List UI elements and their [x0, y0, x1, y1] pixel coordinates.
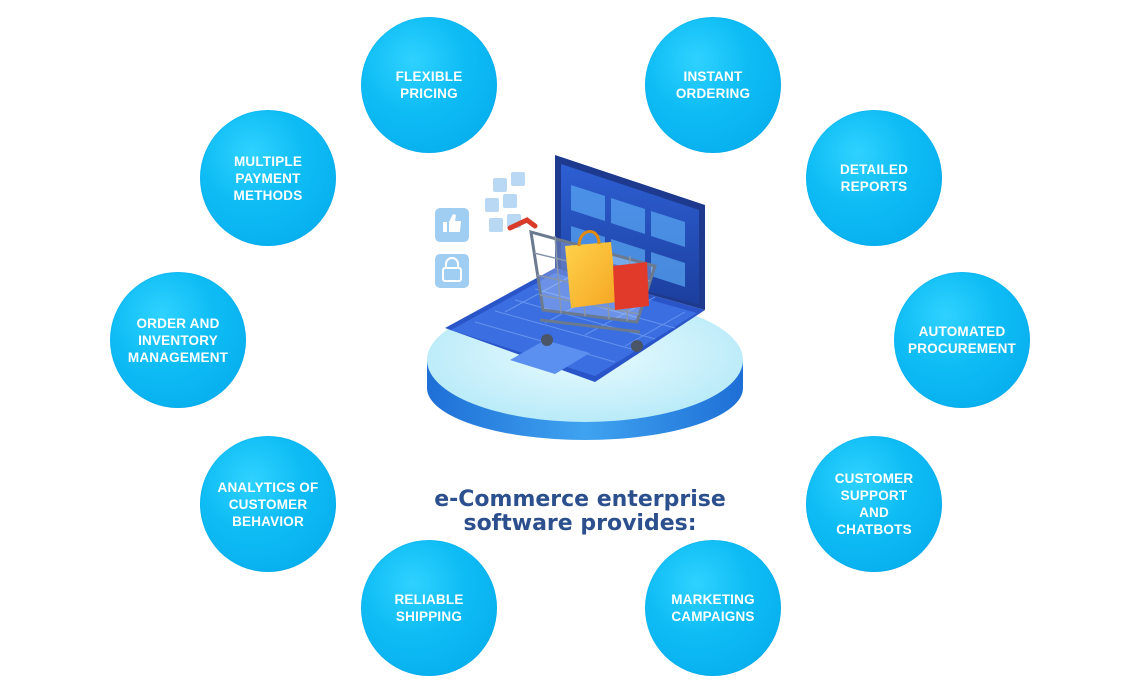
shopping-bag-icon [565, 230, 649, 310]
bubble-label: ANALYTICS OF CUSTOMER BEHAVIOR [217, 479, 319, 529]
bubble-label: INSTANT ORDERING [675, 69, 751, 101]
bubble-label: ORDER AND INVENTORY MANAGEMENT [127, 315, 229, 365]
bubble-reliable-shipping: RELIABLE SHIPPING [361, 540, 497, 676]
bubble-automated-procurement: AUTOMATED PROCUREMENT [894, 272, 1030, 408]
bubble-multiple-payment-methods: MULTIPLE PAYMENT METHODS [200, 110, 336, 246]
bubble-order-inventory-management: ORDER AND INVENTORY MANAGEMENT [110, 272, 246, 408]
bubble-flexible-pricing: FLEXIBLE PRICING [361, 17, 497, 153]
bubble-label: MARKETING CAMPAIGNS [671, 592, 755, 624]
bubble-label: MULTIPLE PAYMENT METHODS [233, 153, 303, 203]
lock-icon [435, 254, 469, 288]
thumbs-up-icon [435, 208, 469, 242]
bubble-label: AUTOMATED PROCUREMENT [908, 324, 1016, 356]
bubble-detailed-reports: DETAILED REPORTS [806, 110, 942, 246]
bubble-instant-ordering: INSTANT ORDERING [645, 17, 781, 153]
ecommerce-illustration [427, 155, 743, 440]
bubble-marketing-campaigns: MARKETING CAMPAIGNS [645, 540, 781, 676]
shopping-cart-icon [507, 217, 657, 352]
bubble-label: DETAILED REPORTS [839, 162, 909, 194]
bubble-customer-support-chatbots: CUSTOMER SUPPORT AND CHATBOTS [806, 436, 942, 572]
caption-heading: e-Commerce enterprise software provides: [434, 487, 726, 536]
bubble-label: RELIABLE SHIPPING [394, 592, 464, 624]
bubble-label: FLEXIBLE PRICING [395, 69, 463, 101]
bubble-label: CUSTOMER SUPPORT AND CHATBOTS [834, 471, 914, 537]
bubble-analytics-customer-behavior: ANALYTICS OF CUSTOMER BEHAVIOR [200, 436, 336, 572]
